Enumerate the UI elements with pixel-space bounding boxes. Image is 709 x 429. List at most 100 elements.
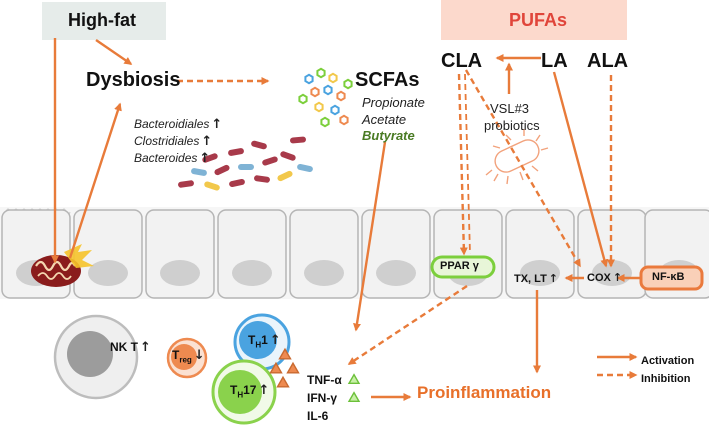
cytokine-il6: IL-6 [307, 409, 329, 423]
nfkb-label: NF-κB [652, 271, 685, 283]
bacterium-rod-icon [254, 175, 270, 183]
high-fat-box [42, 2, 166, 40]
pufas-box [441, 0, 627, 40]
activation-arrow [95, 39, 133, 65]
gut-bacteria-cluster [178, 136, 313, 191]
hexagon-icon [316, 67, 326, 79]
hexagon-icon [343, 78, 353, 90]
cytokine-triangle-icons [269, 347, 361, 403]
hexagon-icon [330, 104, 340, 116]
bacteria-name: Bacteroidiales [134, 117, 210, 131]
down-arrow-icon: ↓ [193, 348, 205, 363]
vsl3-label: VSL#3 [490, 101, 530, 116]
cla-label: CLA [441, 50, 483, 72]
th17-label: TH17↑ [230, 384, 269, 399]
ppar-gamma-box [430, 255, 496, 279]
th1-label: TH1↑ [248, 334, 281, 349]
bacterium-rod-icon [290, 136, 306, 144]
la-label: LA [541, 50, 568, 72]
cox-text: COX [587, 272, 611, 284]
cell-nucleus [160, 260, 200, 286]
hexagon-icon [304, 73, 314, 85]
scfas-label: SCFAs [355, 69, 420, 91]
inhibition-arrow [464, 69, 582, 268]
activation-arrow [353, 141, 387, 332]
th1-sub: H [255, 340, 262, 350]
th17-sub: H [237, 390, 244, 400]
bacterium-rod-icon [262, 156, 278, 166]
up-arrow-icon: ↑ [199, 151, 211, 166]
bacterium-rod-icon [280, 151, 296, 161]
treg-main: T [172, 348, 180, 362]
nfkb-box [639, 265, 704, 291]
bacteria-name: Clostridiales [134, 134, 200, 148]
probiotics-label: probiotics [484, 118, 540, 133]
tx-lt-text: TX, LT [514, 273, 547, 285]
cell-nucleus [304, 260, 344, 286]
tx-lt-label: TX, LT↑ [514, 273, 558, 285]
triangle-icon [276, 375, 290, 388]
nkt-cell-icon [53, 314, 139, 400]
proinflammation-label: Proinflammation [417, 383, 552, 402]
bacteria-item-bacteroidiales: Bacteroidiales↑ [134, 118, 222, 131]
bacterium-rod-icon [238, 164, 254, 170]
cytokine-tnf: TNF-α [307, 373, 342, 387]
ppar-gamma-label: PPAR γ [440, 260, 479, 272]
hexagon-icon [328, 72, 338, 84]
dysbiosis-label: Dysbiosis [86, 69, 181, 91]
bacterium-rod-icon [204, 181, 220, 191]
inhibition-arrow [347, 284, 468, 366]
triangle-icon [286, 361, 300, 374]
triangle-icon [347, 373, 361, 385]
treg-label: Treg↓ [172, 349, 205, 364]
scfa-molecules-icon [298, 67, 353, 128]
up-arrow-icon: ↑ [258, 383, 270, 398]
treg-cell-icon [166, 337, 208, 379]
hexagon-icon [336, 90, 346, 102]
activation-arrow [68, 102, 122, 259]
cell-nucleus [520, 260, 560, 286]
epithelium-layer [0, 207, 709, 299]
pufas-label: PUFAs [509, 10, 568, 30]
bacterium-rod-icon [251, 140, 267, 150]
th17-cell-icon [211, 359, 277, 425]
hexagon-icon [314, 101, 324, 113]
triangle-icon [347, 391, 361, 403]
cell-nucleus [88, 260, 128, 286]
up-arrow-icon: ↑ [201, 134, 213, 149]
th17-main: T [230, 383, 238, 397]
activation-arrow [552, 71, 609, 268]
cox-label: COX↑ [587, 272, 622, 284]
triangle-icon [269, 361, 283, 374]
up-arrow-icon: ↑ [548, 272, 559, 285]
bacterium-rod-icon [191, 168, 207, 176]
hexagon-icon [298, 93, 308, 105]
legend-inhibition-label: Inhibition [641, 373, 691, 385]
triangle-icon [278, 347, 292, 360]
hexagon-icon [310, 86, 320, 98]
up-arrow-icon: ↑ [269, 333, 281, 348]
acetate-label: Acetate [362, 112, 407, 127]
high-fat-label: High-fat [68, 10, 136, 30]
pathway-arrows [51, 38, 640, 401]
treg-sub: reg [179, 355, 192, 365]
legend-activation-label: Activation [641, 355, 695, 367]
bacteria-item-clostridiales: Clostridiales↑ [134, 135, 212, 148]
cell-nucleus [376, 260, 416, 286]
up-arrow-icon: ↑ [140, 340, 151, 355]
nkt-text: NK T [110, 340, 138, 354]
hexagon-icon [320, 116, 330, 128]
inhibition-arrow [464, 73, 471, 255]
up-arrow-icon: ↑ [211, 117, 223, 132]
inhibition-arrow [457, 73, 468, 256]
hexagon-icon [339, 114, 349, 126]
bacterium-rod-icon [178, 180, 194, 188]
propionate-label: Propionate [362, 95, 425, 110]
ala-label: ALA [587, 50, 629, 72]
bacterium-rod-icon [277, 170, 293, 182]
th17-tail: 17 [243, 383, 257, 397]
butyrate-label: Butyrate [362, 128, 415, 143]
up-arrow-icon: ↑ [612, 271, 623, 284]
